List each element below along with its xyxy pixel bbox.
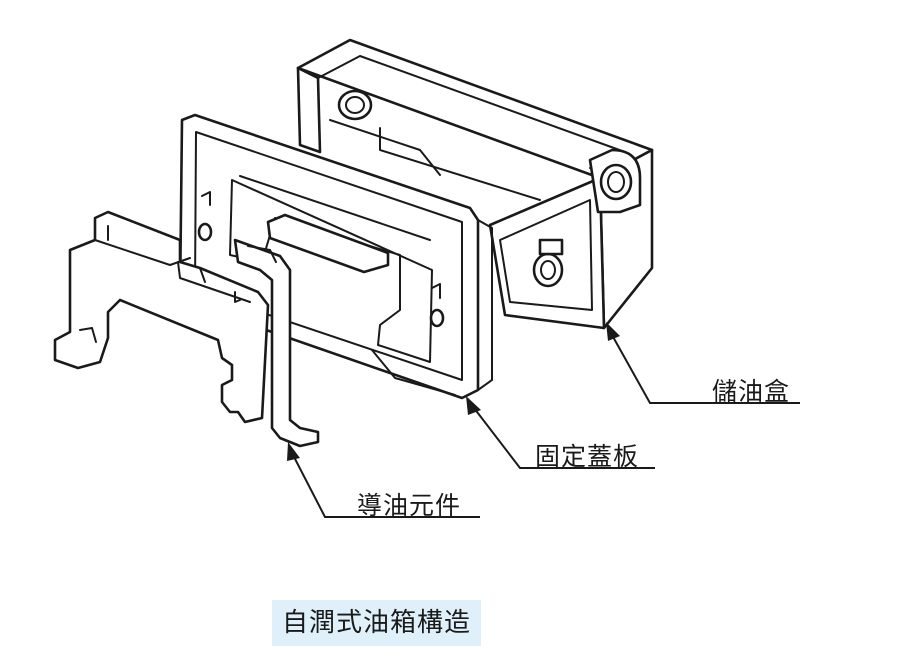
leader-oil-box [606, 322, 800, 404]
label-oil-box: 儲油盒 [712, 377, 791, 406]
label-oil-element: 導油元件 [357, 491, 462, 520]
leader-fixed-cover [466, 396, 655, 469]
oil-element-part [233, 213, 390, 448]
label-fixed-cover: 固定蓋板 [535, 442, 640, 471]
oil-box-part [296, 38, 654, 330]
front-bracket-part [53, 210, 270, 424]
leader-oil-element [287, 442, 480, 518]
diagram-caption: 自潤式油箱構造 [272, 600, 482, 646]
